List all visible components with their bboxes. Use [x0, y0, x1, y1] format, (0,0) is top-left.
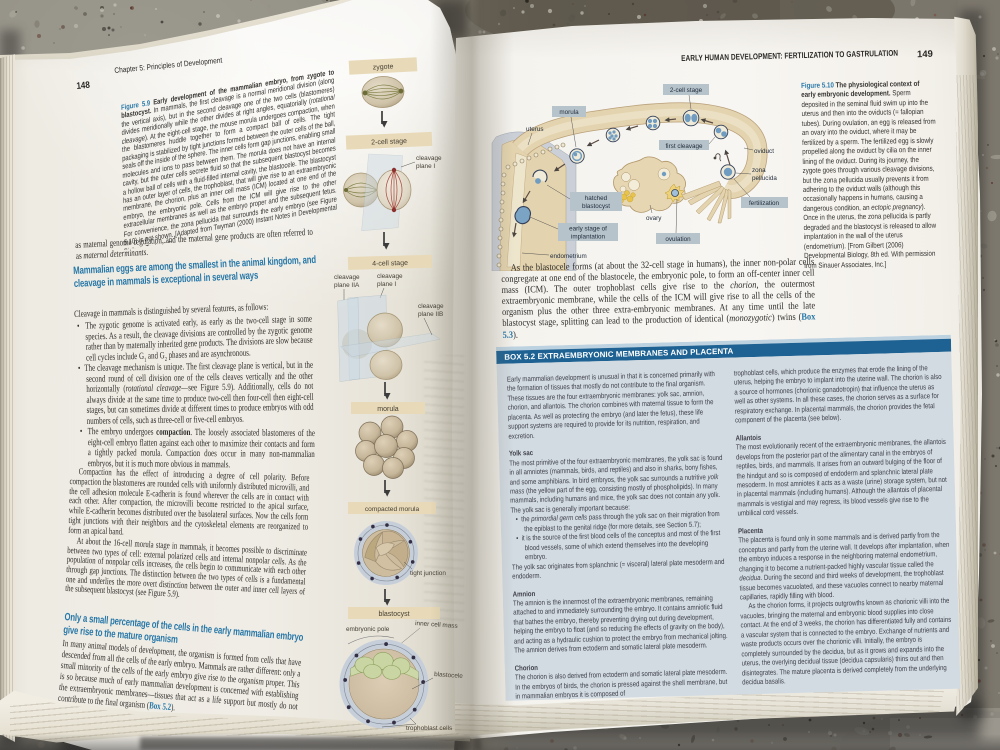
svg-text:plane I: plane I [377, 281, 396, 288]
svg-text:tight junction: tight junction [410, 570, 446, 577]
svg-text:uterus: uterus [526, 126, 544, 133]
svg-text:cleavage: cleavage [416, 155, 442, 162]
svg-text:morula: morula [377, 406, 399, 413]
svg-text:blastocele: blastocele [434, 671, 464, 680]
svg-text:endometrium: endometrium [550, 253, 587, 260]
svg-text:ovary: ovary [646, 215, 662, 222]
svg-text:trophoblast cells: trophoblast cells [406, 725, 452, 732]
svg-text:embryonic pole: embryonic pole [346, 626, 390, 633]
svg-text:2-cell stage: 2-cell stage [371, 138, 407, 147]
svg-text:4-cell stage: 4-cell stage [372, 260, 408, 268]
svg-text:plane IIB: plane IIB [418, 311, 443, 318]
svg-text:hatched: hatched [585, 195, 608, 202]
svg-text:inner cell mass: inner cell mass [415, 620, 458, 630]
svg-text:cleavage: cleavage [418, 303, 444, 310]
svg-text:2-cell stage: 2-cell stage [670, 87, 703, 94]
svg-text:pellucida: pellucida [752, 175, 777, 182]
svg-text:oviduct: oviduct [754, 148, 774, 155]
svg-text:blastocyst: blastocyst [582, 203, 610, 210]
svg-text:ovulation: ovulation [665, 236, 691, 243]
svg-text:morula: morula [559, 109, 579, 116]
svg-text:cleavage: cleavage [334, 274, 360, 281]
svg-text:first cleavage: first cleavage [665, 143, 703, 150]
svg-text:zygote: zygote [373, 63, 394, 71]
svg-text:fertilization: fertilization [749, 200, 780, 207]
svg-text:early stage of: early stage of [569, 226, 607, 233]
svg-text:plane I: plane I [416, 163, 435, 170]
svg-text:blastocyst: blastocyst [378, 611, 409, 618]
svg-text:implantation: implantation [571, 234, 605, 241]
svg-text:cleavage: cleavage [377, 273, 403, 280]
svg-text:plane IIA: plane IIA [334, 282, 360, 289]
svg-text:compacted morula: compacted morula [365, 506, 420, 513]
svg-text:zona: zona [752, 167, 766, 174]
